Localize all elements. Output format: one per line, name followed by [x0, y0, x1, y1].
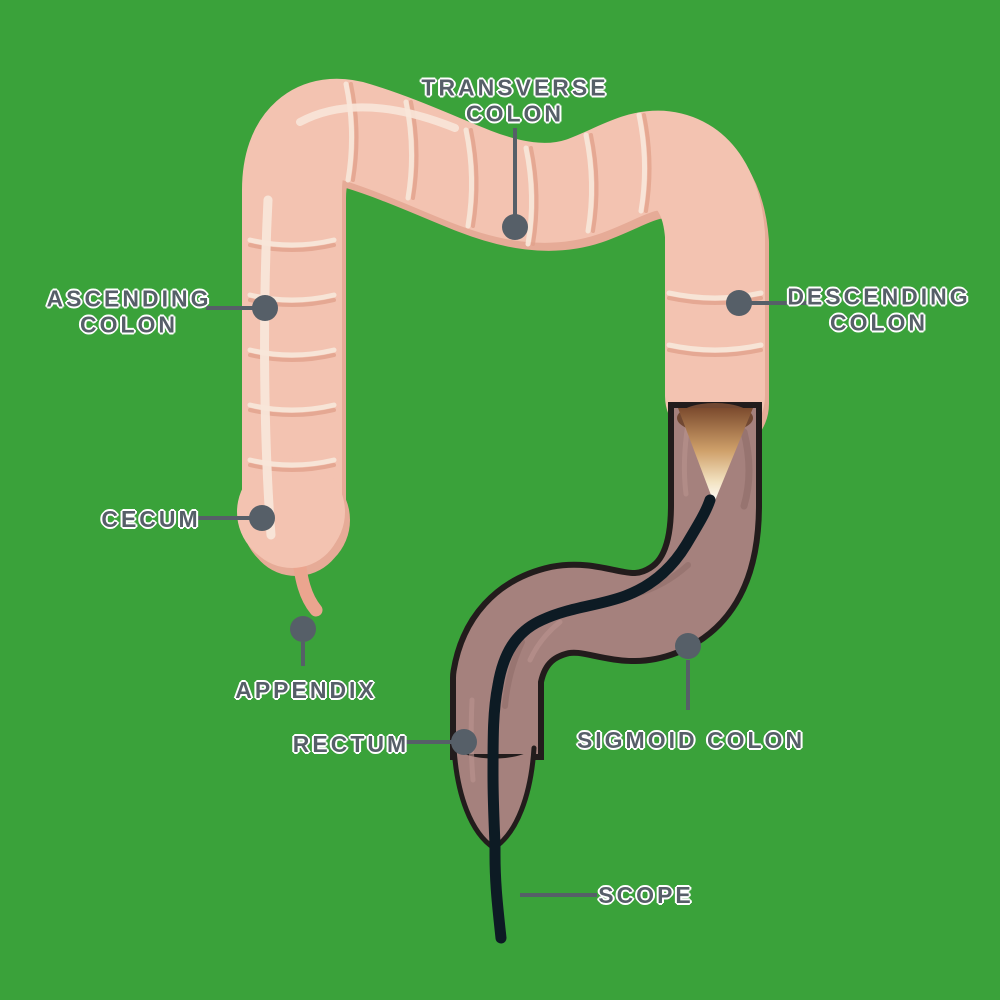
- label-ascending-colon-line1: ASCENDING: [46, 285, 212, 312]
- label-transverse-colon-line1: TRANSVERSE: [421, 74, 609, 101]
- marker-dot-sigmoid-colon: [675, 633, 701, 659]
- label-sigmoid-colon: SIGMOID COLON: [577, 727, 805, 753]
- examined-colon-illustration: [450, 402, 762, 851]
- label-ascending-colon: ASCENDING COLON: [46, 286, 211, 339]
- label-descending-colon-line1: DESCENDING: [787, 283, 971, 310]
- label-appendix-text: APPENDIX: [235, 676, 377, 703]
- marker-dot-descending-colon: [726, 290, 752, 316]
- rectum-taper-outline: [451, 745, 537, 851]
- marker-dot-transverse-colon: [502, 214, 528, 240]
- marker-dot-ascending-colon: [252, 295, 278, 321]
- label-descending-colon-line2: COLON: [829, 310, 929, 336]
- haustra-creases-highlight: [247, 81, 764, 468]
- label-transverse-colon: TRANSVERSE COLON: [421, 75, 608, 128]
- scope-light-beam: [678, 408, 753, 503]
- marker-dot-appendix: [290, 616, 316, 642]
- label-cecum: CECUM: [101, 506, 200, 532]
- transverse-colon-highlight: [296, 103, 459, 132]
- label-rectum: RECTUM: [293, 731, 409, 757]
- marker-dot-rectum: [451, 729, 477, 755]
- label-transverse-colon-line2: COLON: [465, 101, 565, 127]
- label-descending-colon: DESCENDING COLON: [787, 284, 970, 337]
- label-rectum-text: RECTUM: [292, 730, 410, 757]
- label-scope: SCOPE: [598, 882, 694, 908]
- label-sigmoid-colon-text: SIGMOID COLON: [576, 726, 806, 753]
- label-cecum-text: CECUM: [101, 505, 201, 532]
- label-scope-text: SCOPE: [598, 881, 694, 908]
- ascending-colon-highlight: [260, 195, 276, 540]
- marker-dot-cecum: [249, 505, 275, 531]
- label-appendix: APPENDIX: [235, 677, 377, 703]
- label-ascending-colon-line2: COLON: [79, 312, 179, 338]
- label-connectors: [198, 128, 820, 897]
- colon-pink-tube: [242, 78, 765, 568]
- colonoscope-tube: [487, 494, 716, 944]
